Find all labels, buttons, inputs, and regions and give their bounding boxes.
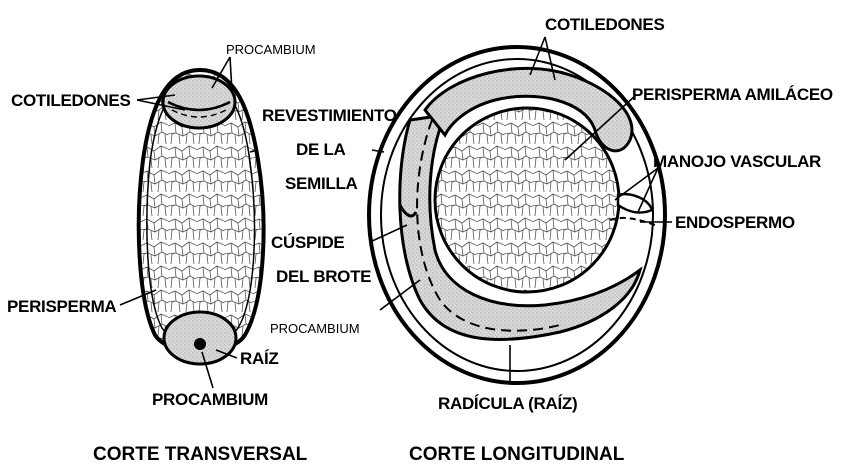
label-vascular-bundle: MANOJO VASCULAR [653, 152, 821, 171]
label-cotyledons-left: COTILEDONES [11, 91, 131, 110]
label-procambium-mid: PROCAMBIUM [270, 321, 360, 336]
label-shoot-tip-2: DEL BROTE [276, 267, 371, 286]
label-shoot-tip-1: CÚSPIDE [271, 233, 344, 252]
label-root-left: RAÍZ [240, 349, 278, 368]
transverse-seed [139, 70, 264, 364]
root-procambium-dot [194, 338, 206, 350]
longitudinal-seed [369, 47, 665, 383]
label-procambium-bottom: PROCAMBIUM [152, 390, 268, 409]
label-seed-coat-2: DE LA [296, 140, 346, 159]
caption-transverse: CORTE TRANSVERSAL [93, 444, 308, 464]
caption-longitudinal: CORTE LONGITUDINAL [409, 444, 625, 464]
label-seed-coat-3: SEMILLA [285, 174, 358, 193]
label-cotyledons-right: COTILEDONES [545, 15, 665, 34]
label-endosperm: ENDOSPERMO [675, 213, 795, 232]
label-perisperm-left: PERISPERMA [7, 297, 116, 316]
label-procambium-top: PROCAMBIUM [226, 42, 316, 57]
cotyledons-transverse [163, 76, 235, 128]
label-starchy-perisperm: PERISPERMA AMILÁCEO [632, 85, 833, 104]
label-seed-coat-1: REVESTIMIENTO [262, 106, 397, 125]
label-radicle: RADÍCULA (RAÍZ) [438, 394, 577, 413]
